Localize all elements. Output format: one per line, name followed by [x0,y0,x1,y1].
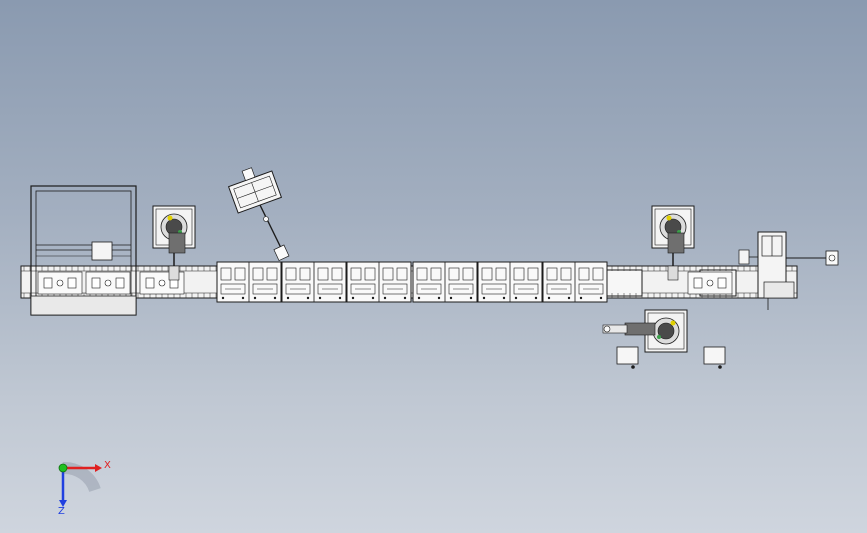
end-transfer-unit [738,231,839,310]
control-cabinet-left [616,346,639,369]
z-axis-label: Z [58,506,65,517]
robot-station-right [651,205,695,281]
control-cabinet-right [703,346,726,369]
left-station-fixtures [37,271,733,295]
left-loading-frame [30,185,137,316]
robot-station-left [152,205,196,281]
robot-station-lower [602,309,688,353]
fixture-pallets [216,261,608,303]
x-axis-label: X [104,460,111,471]
coordinate-triad-icon [58,461,102,507]
tilted-gantry-manipulator [227,167,290,262]
